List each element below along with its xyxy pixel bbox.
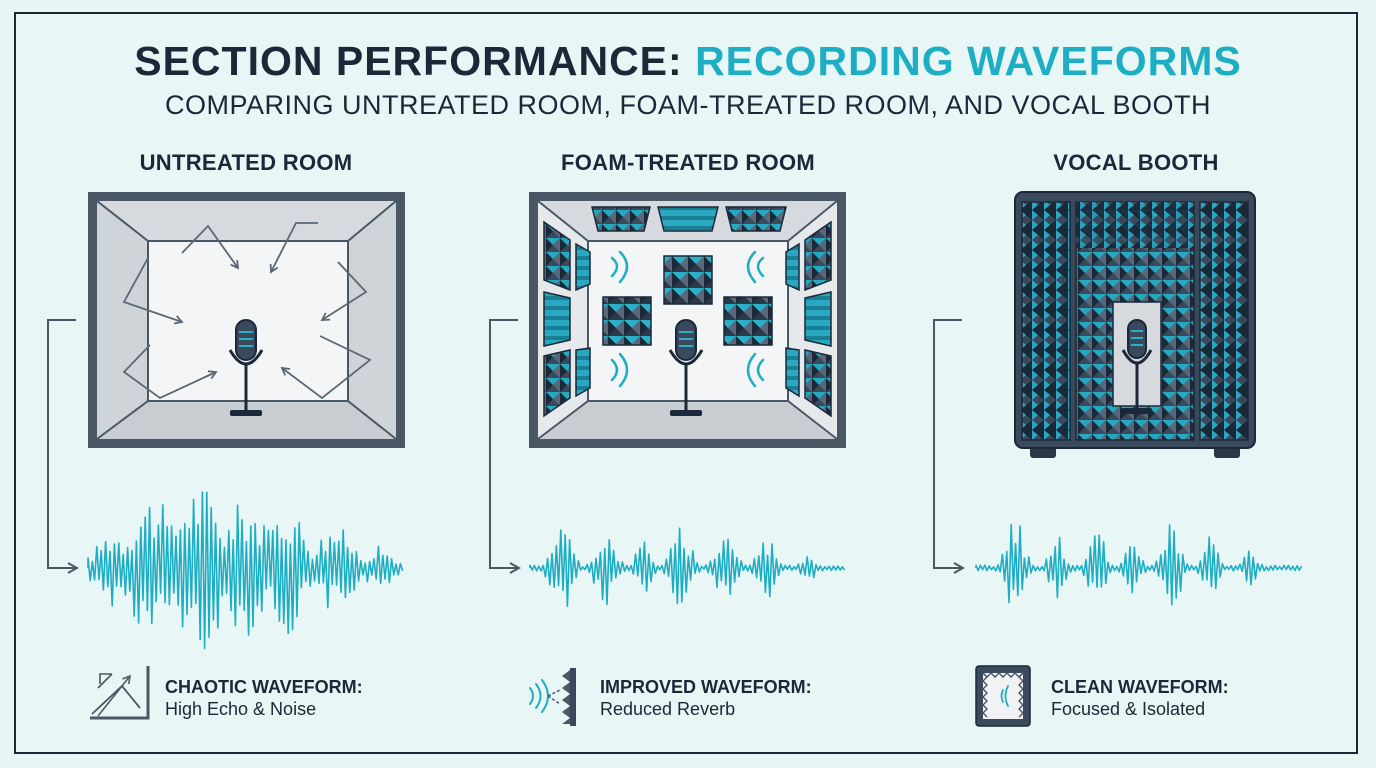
page-subtitle: COMPARING UNTREATED ROOM, FOAM-TREATED R… bbox=[164, 90, 1212, 120]
caption-title-foam: IMPROVED WAVEFORM: bbox=[600, 677, 812, 697]
microphone-icon bbox=[1121, 319, 1153, 414]
absorbed-sound-arcs bbox=[610, 250, 765, 388]
panel-title-untreated: UNTREATED ROOM bbox=[139, 150, 353, 175]
foam-treated-room-illustration bbox=[529, 192, 846, 448]
page-title: SECTION PERFORMANCE: RECORDING WAVEFORMS bbox=[134, 38, 1242, 84]
panel-title-booth: VOCAL BOOTH bbox=[1053, 150, 1219, 175]
microphone-icon bbox=[668, 319, 704, 416]
booth-isolation-icon bbox=[975, 665, 1031, 727]
untreated-room-illustration bbox=[88, 192, 405, 448]
waveform-chaotic bbox=[87, 491, 404, 650]
connector-arrows bbox=[47, 319, 962, 568]
caption-desc-foam: Reduced Reverb bbox=[600, 699, 736, 719]
panel-title-foam: FOAM-TREATED ROOM bbox=[561, 150, 815, 175]
caption-title-booth: CLEAN WAVEFORM: bbox=[1051, 677, 1229, 697]
microphone-icon bbox=[228, 319, 264, 416]
foam-absorption-icon bbox=[529, 668, 576, 726]
waveforms bbox=[87, 491, 1303, 650]
waveform-improved bbox=[529, 527, 846, 608]
vocal-booth-illustration bbox=[1014, 191, 1256, 458]
caption-desc-booth: Focused & Isolated bbox=[1051, 699, 1206, 719]
echo-reflection-icon bbox=[90, 666, 150, 720]
echo-reflection-arrows bbox=[122, 222, 372, 400]
caption-desc-untreated: High Echo & Noise bbox=[165, 699, 317, 719]
caption-title-untreated: CHAOTIC WAVEFORM: bbox=[165, 677, 363, 697]
waveform-clean bbox=[975, 523, 1303, 606]
